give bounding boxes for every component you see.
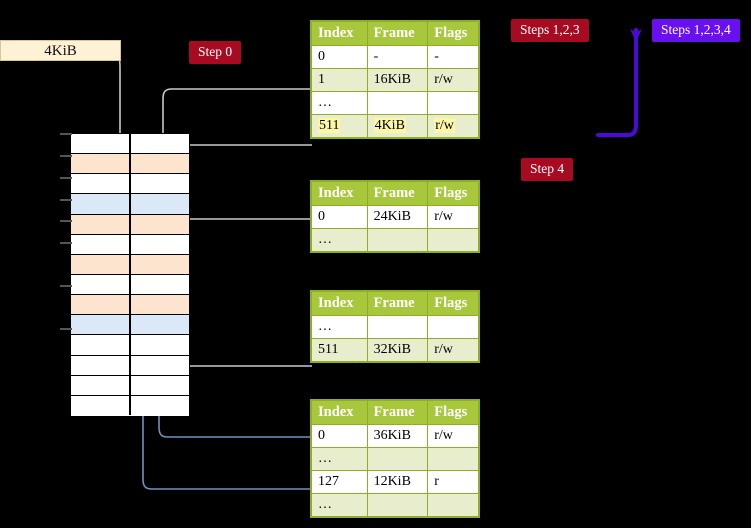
steps-bracket-arrow [596, 28, 642, 137]
table-cell-flags: r/w [427, 205, 479, 229]
memory-grid-tick [60, 133, 72, 135]
wire-pdpt-to-grid [179, 218, 312, 253]
column-header-flags: Flags [427, 21, 479, 46]
table-cell-frame [366, 447, 429, 471]
memory-grid-tick [60, 242, 72, 244]
table-cell-frame: 24KiB [366, 205, 429, 229]
highlighted-value: 511 [318, 118, 341, 133]
wire-pml4-511-to-grid [179, 144, 312, 165]
highlighted-value: 4KiB [373, 118, 406, 133]
column-header-index: Index [311, 400, 368, 425]
table-cell-flags [427, 493, 479, 517]
table-cell-index: … [311, 228, 368, 252]
table-cell-index: … [311, 91, 368, 115]
table-cell-index: 0 [311, 424, 368, 448]
table-cell-index: 0 [311, 45, 368, 69]
badge-steps-1234: Steps 1,2,3,4 [652, 19, 740, 42]
table-cell-flags: r/w [427, 68, 479, 92]
table-cell-frame [366, 493, 429, 517]
highlighted-value: r/w [434, 118, 455, 133]
memory-label-box: 4KiB [0, 40, 121, 61]
table-cell-index: 1 [311, 68, 368, 92]
table-cell-flags: r [427, 470, 479, 494]
column-header-flags: Flags [427, 400, 479, 425]
table-cell-frame: 12KiB [366, 470, 429, 494]
table-cell-frame: 4KiB [366, 114, 429, 138]
table-cell-frame: 32KiB [366, 338, 429, 362]
table-cell-frame [366, 91, 429, 115]
table-cell-frame: 16KiB [366, 68, 429, 92]
badge-steps-123: Steps 1,2,3 [511, 19, 589, 42]
table-cell-flags [427, 447, 479, 471]
table-cell-flags [427, 315, 479, 339]
column-header-index: Index [311, 181, 368, 206]
table-cell-frame: - [366, 45, 429, 69]
wire-memlabel-to-grid [111, 53, 128, 149]
wire-pd-to-grid [172, 332, 312, 367]
table-cell-frame [366, 315, 429, 339]
table-cell-flags: - [427, 45, 479, 69]
memory-grid-tick [60, 220, 72, 222]
column-header-flags: Flags [427, 181, 479, 206]
table-cell-flags: r/w [427, 424, 479, 448]
table-cell-index: 0 [311, 205, 368, 229]
column-header-frame: Frame [366, 291, 429, 316]
table-cell-index: 127 [311, 470, 368, 494]
memory-grid-divider [129, 133, 131, 415]
table-cell-index: 511 [311, 338, 368, 362]
table-cell-index: 511 [311, 114, 368, 138]
memory-label-text: 4KiB [44, 43, 77, 59]
column-header-frame: Frame [366, 181, 429, 206]
table-cell-index: … [311, 447, 368, 471]
memory-grid-tick [60, 155, 72, 157]
table-cell-flags: r/w [427, 114, 479, 138]
column-header-index: Index [311, 21, 368, 46]
table-cell-flags: r/w [427, 338, 479, 362]
column-header-frame: Frame [366, 400, 429, 425]
table-row[interactable]: … [311, 228, 479, 252]
table-row[interactable]: 0-- [311, 45, 479, 69]
table-row[interactable]: … [311, 91, 479, 115]
badge-step-0: Step 0 [189, 41, 242, 64]
memory-grid-tick [60, 328, 72, 330]
table-cell-frame: 36KiB [366, 424, 429, 448]
table-row[interactable]: … [311, 315, 479, 339]
table-cell-flags [427, 228, 479, 252]
table-row[interactable]: 511 4KiB r/w [311, 114, 479, 138]
table-row[interactable]: … [311, 447, 479, 471]
memory-grid-tick [60, 199, 72, 201]
memory-grid-tick [60, 285, 72, 287]
table-row[interactable]: … [311, 493, 479, 517]
table-cell-frame [366, 228, 429, 252]
column-header-frame: Frame [366, 21, 429, 46]
table-cell-flags [427, 91, 479, 115]
column-header-flags: Flags [427, 291, 479, 316]
table-cell-index: … [311, 493, 368, 517]
badge-step-4: Step 4 [521, 158, 574, 181]
memory-grid-tick [60, 177, 72, 179]
column-header-index: Index [311, 291, 368, 316]
table-cell-index: … [311, 315, 368, 339]
